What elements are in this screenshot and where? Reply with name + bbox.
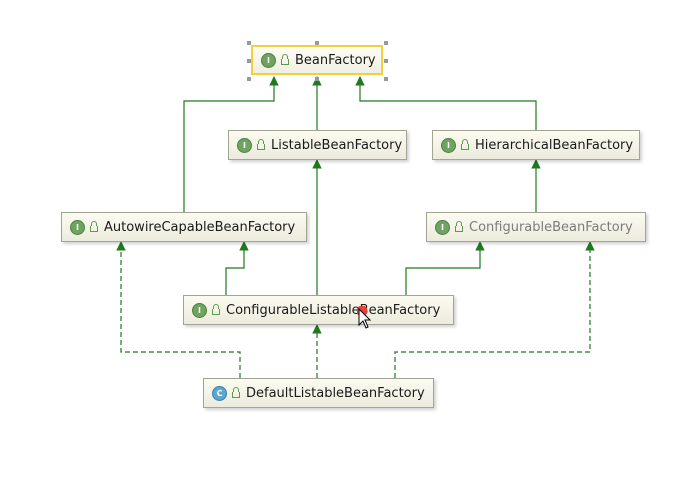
public-visibility-icon [281,54,289,65]
node-label: ConfigurableBeanFactory [469,219,633,235]
public-visibility-icon [461,139,469,150]
class-type-icon: C [212,385,227,401]
node-default-listable-bean-factory[interactable]: C DefaultListableBeanFactory [203,378,434,408]
node-label: HierarchicalBeanFactory [475,137,634,153]
public-visibility-icon [212,304,220,315]
node-label: ConfigurableListableBeanFactory [226,302,441,318]
selection-handle[interactable] [247,77,251,81]
edge-extends-ConfigurableListableBeanFactory-to-ConfigurableBeanFactory [405,241,485,295]
node-listable-bean-factory[interactable]: I ListableBeanFactory [228,130,407,160]
public-visibility-icon [455,221,463,232]
interface-type-icon: I [261,52,276,68]
node-bean-factory[interactable]: I BeanFactory [251,45,383,75]
public-visibility-icon [257,139,265,150]
edge-extends-HierarchicalBeanFactory-to-BeanFactory [355,76,537,130]
edge-implements-DefaultListableBeanFactory-to-ConfigurableBeanFactory [394,241,595,378]
node-label: DefaultListableBeanFactory [246,385,425,401]
edge-implements-DefaultListableBeanFactory-to-AutowireCapableBeanFactory [116,241,241,378]
node-label: AutowireCapableBeanFactory [104,219,296,235]
node-label: BeanFactory [295,52,376,68]
selection-handle[interactable] [384,41,388,45]
edge-extends-AutowireCapableBeanFactory-to-BeanFactory [183,76,279,212]
selection-handle[interactable] [247,41,251,45]
interface-type-icon: I [70,219,85,235]
node-autowire-capable-bean-factory[interactable]: I AutowireCapableBeanFactory [61,212,307,242]
public-visibility-icon [90,221,98,232]
interface-type-icon: I [441,137,456,153]
selection-handle[interactable] [384,59,388,63]
selection-handle[interactable] [315,41,319,45]
node-hierarchical-bean-factory[interactable]: I HierarchicalBeanFactory [432,130,640,160]
edge-extends-ConfigurableListableBeanFactory-to-AutowireCapableBeanFactory [225,241,249,295]
node-configurable-listable-bean-factory[interactable]: I ConfigurableListableBeanFactory [183,295,454,325]
selection-handle[interactable] [384,77,388,81]
interface-type-icon: I [435,219,450,235]
interface-type-icon: I [237,137,252,153]
selection-handle[interactable] [247,59,251,63]
interface-type-icon: I [192,302,207,318]
node-configurable-bean-factory[interactable]: I ConfigurableBeanFactory [426,212,646,242]
selection-handle[interactable] [315,77,319,81]
mouse-pointer-icon [357,306,372,329]
node-label: ListableBeanFactory [271,137,403,153]
public-visibility-icon [232,387,240,398]
